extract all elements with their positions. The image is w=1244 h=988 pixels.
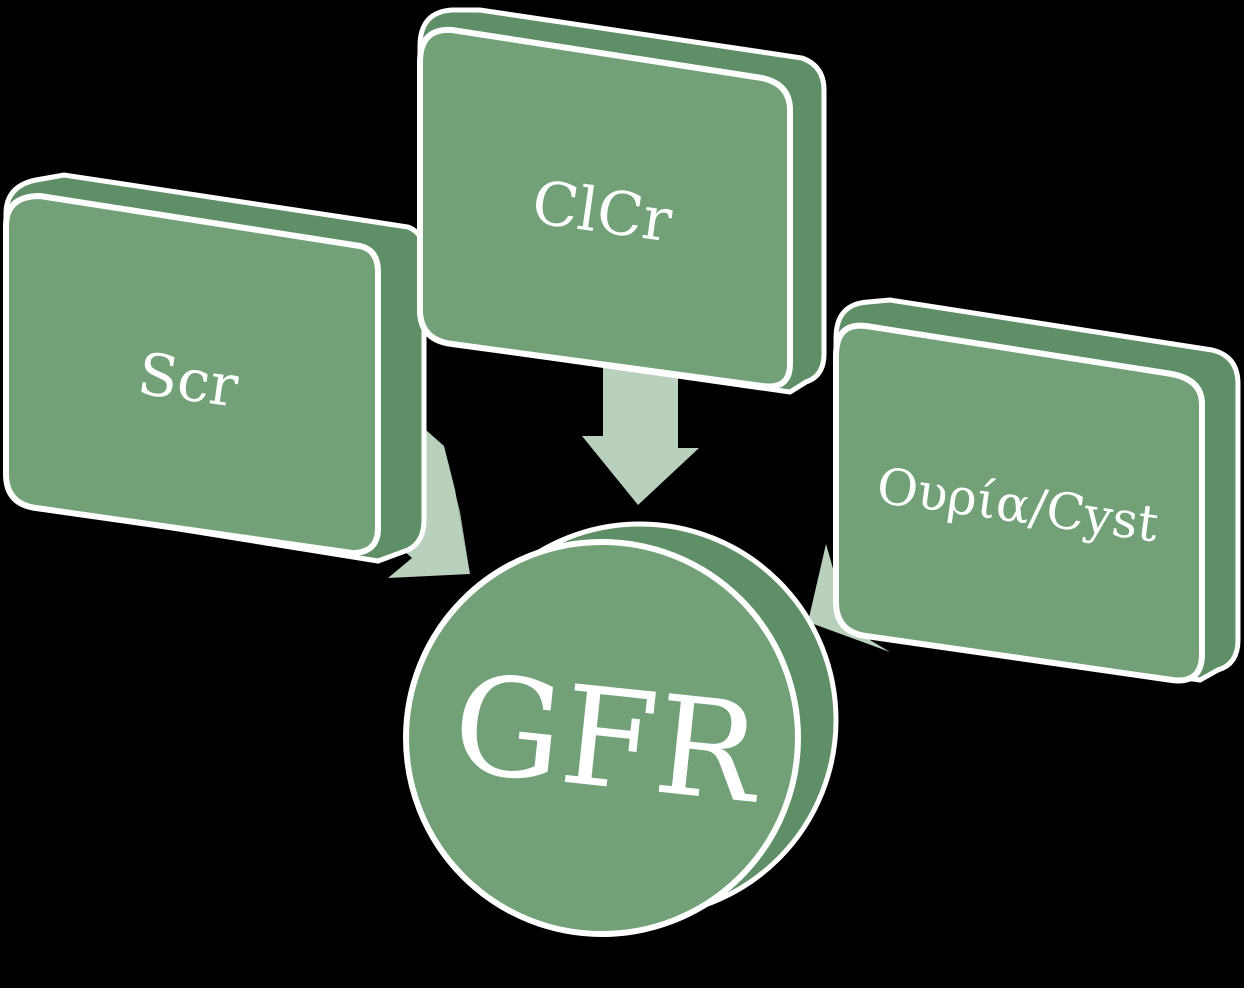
node-clcr: ClCr: [417, 7, 827, 395]
node-scr-label: Scr: [134, 339, 243, 420]
node-gfr-label: GFR: [446, 645, 770, 834]
node-scr: Scr: [2, 172, 427, 564]
node-gfr-face: [403, 539, 801, 937]
node-urine-cyst: Ουρία/Cyst: [833, 297, 1241, 684]
arrow-clcr-to-gfr: [582, 360, 699, 505]
node-gfr: GFR: [403, 521, 839, 937]
